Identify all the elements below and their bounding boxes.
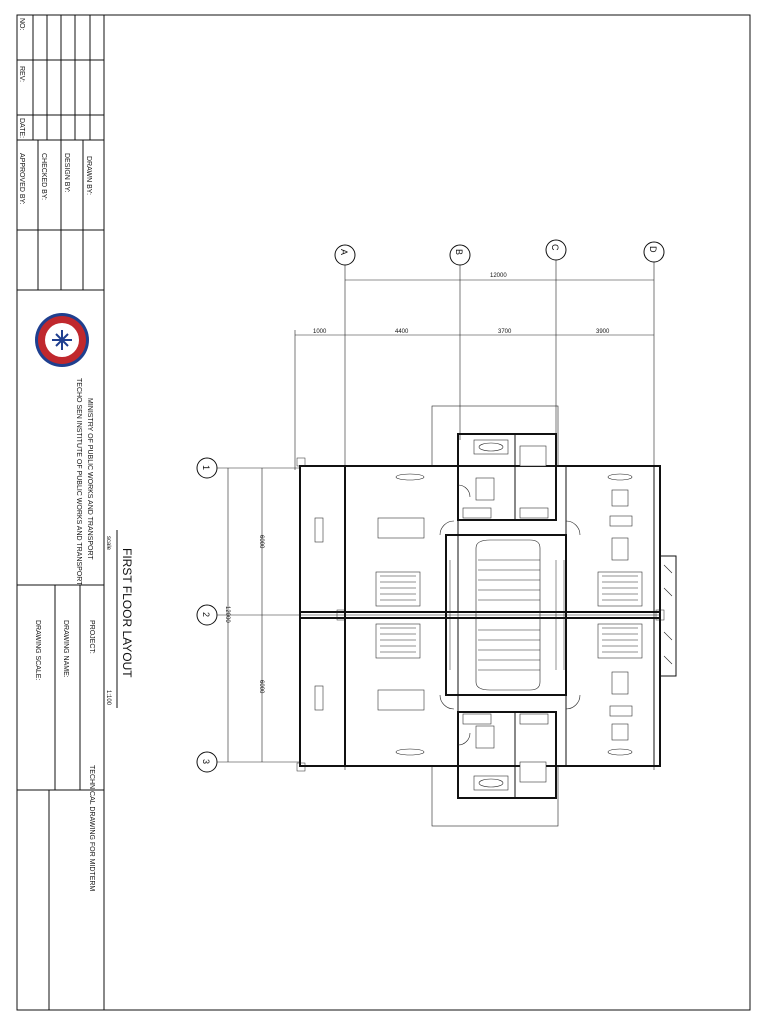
- drawing-title-group: FIRST FLOOR LAYOUT scale 1:100: [105, 530, 134, 708]
- checked-by-label: CHECKED BY:: [40, 153, 47, 200]
- project-value: TECHNICAL DRAWING FOR MIDTERM: [88, 765, 95, 891]
- floor-plan: [296, 405, 677, 827]
- drawing-name-label: DRAWING NAME:: [62, 620, 69, 678]
- wardrobe-left-top: [375, 571, 421, 607]
- room-top-right: [565, 465, 655, 613]
- dim-overall-length: 12000: [224, 606, 230, 623]
- grid-label-3: 3: [201, 759, 211, 764]
- drawing-title: FIRST FLOOR LAYOUT: [120, 548, 134, 678]
- grid-label-d: D: [648, 246, 658, 253]
- sheet-border: [16, 14, 751, 1011]
- balcony-top: [431, 405, 559, 467]
- bed-top-left: [377, 517, 425, 539]
- scale-label: scale: [105, 536, 111, 551]
- bathtub-top: [473, 439, 509, 455]
- design-by-label: DESIGN BY:: [63, 153, 70, 193]
- room-top-left: [344, 465, 459, 613]
- dim-bay-3: 3700: [498, 329, 512, 335]
- dim-overall-width: 12000: [490, 273, 507, 279]
- grid-lines: A B C D 1 2 3 12000 1000 4400 3700 3900 …: [196, 239, 665, 773]
- wardrobe-right-bottom: [597, 623, 643, 659]
- scale-value: 1:100: [105, 690, 111, 706]
- grid-label-c: C: [550, 244, 560, 251]
- dim-bay-2: 4400: [395, 329, 409, 335]
- ministry-logo: [35, 313, 89, 367]
- room-bottom-right: [565, 617, 655, 767]
- bed-bottom-left: [377, 689, 425, 711]
- rev-rev-header: REV:: [18, 66, 25, 82]
- title-block: NO: REV: DATE: DRAWN BY: DESIGN BY: CHEC…: [17, 15, 105, 1010]
- dim-half-length-1: 6000: [258, 535, 264, 549]
- bathtub-bottom: [473, 775, 509, 791]
- wardrobe-left-bottom: [375, 623, 421, 659]
- dim-bay-1: 1000: [313, 329, 327, 335]
- stair-treads: [449, 559, 565, 671]
- rev-date-header: DATE:: [18, 118, 25, 138]
- stair-core: [445, 534, 567, 696]
- grid-label-b: B: [454, 249, 464, 255]
- drawn-by-label: DRAWN BY:: [85, 156, 92, 195]
- balcony-bottom: [431, 765, 559, 827]
- approved-by-label: APPROVED BY:: [18, 153, 25, 205]
- grid-label-2: 2: [201, 612, 211, 617]
- wardrobe-right-top: [597, 571, 643, 607]
- dim-bay-4: 3900: [596, 329, 610, 335]
- institution-line-2: TECHO SEN INSTITUTE OF PUBLIC WORKS AND …: [75, 378, 82, 586]
- room-bottom-left: [344, 617, 459, 767]
- grid-label-1: 1: [201, 465, 211, 470]
- drawing-scale-label: DRAWING SCALE:: [34, 620, 41, 680]
- institution-line-1: MINISTRY OF PUBLIC WORKS AND TRANSPORT: [86, 398, 93, 560]
- window-bay: [659, 555, 677, 677]
- dim-half-length-2: 6000: [258, 680, 264, 694]
- grid-label-a: A: [339, 249, 349, 255]
- rev-no-header: NO:: [18, 18, 25, 31]
- project-label: PROJECT:: [88, 620, 95, 654]
